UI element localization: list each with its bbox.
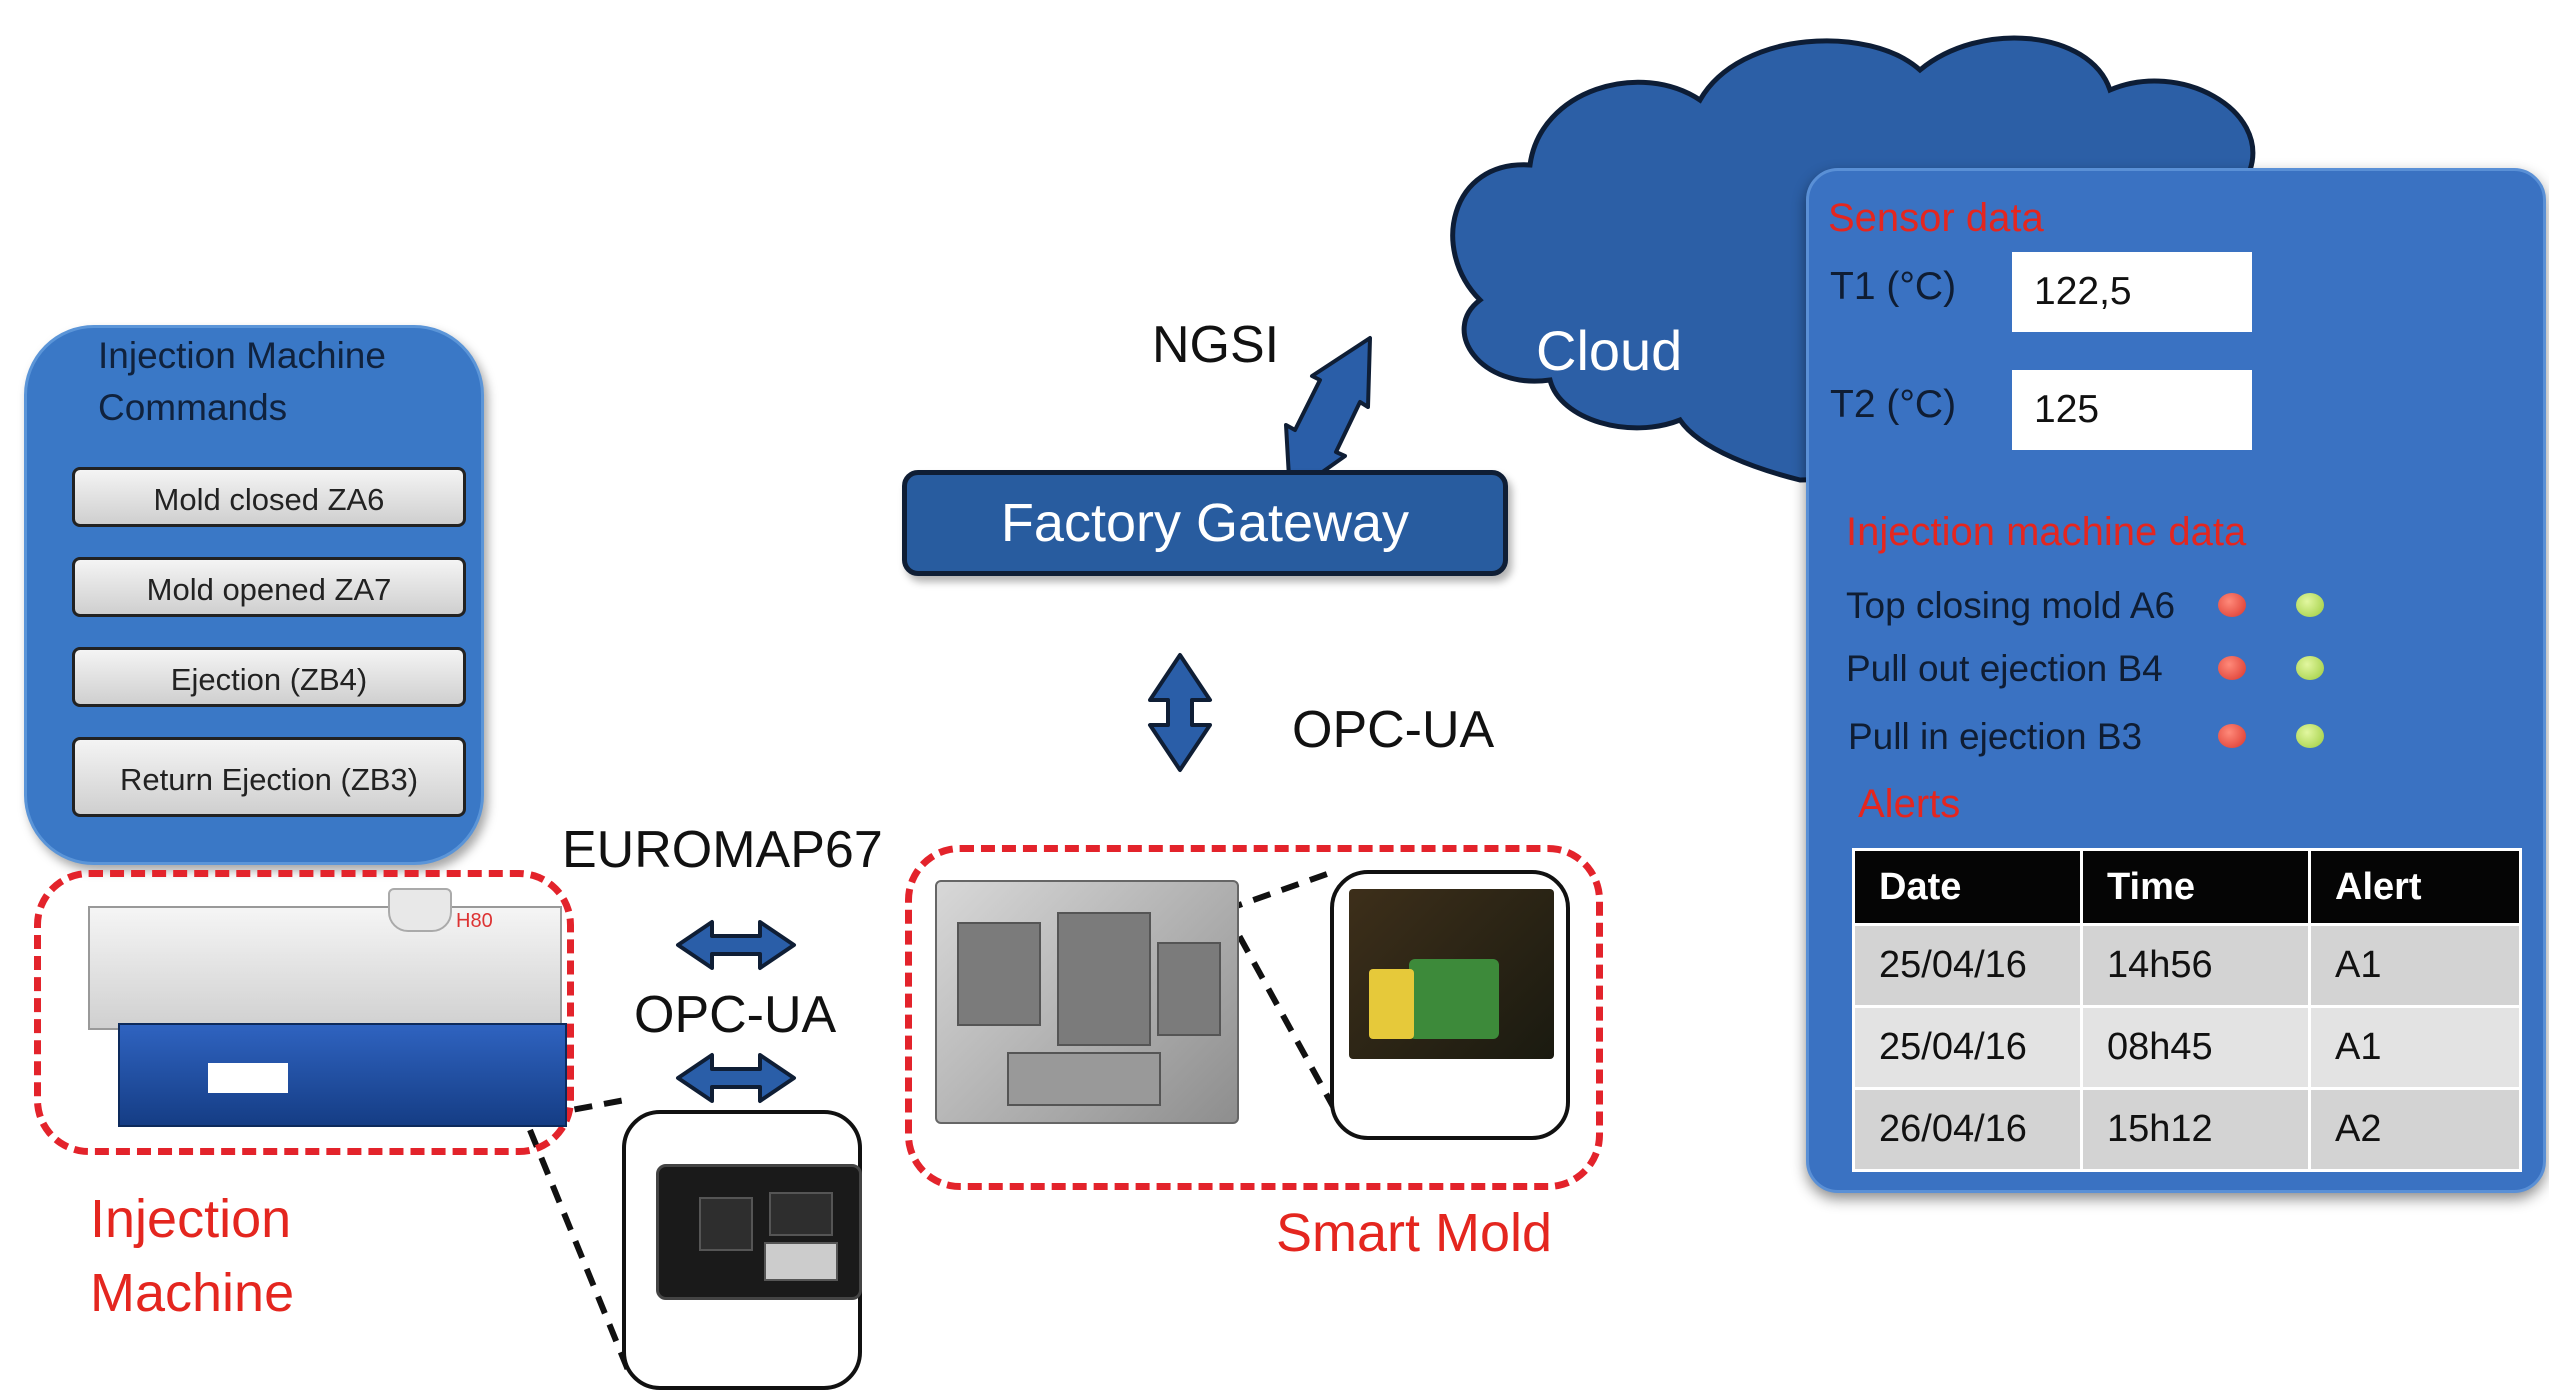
header-time: Time: [2080, 848, 2311, 926]
connector-line: [527, 1128, 631, 1372]
machine-model-label: H80: [456, 910, 493, 932]
injection-machine-label: Injection Machine: [90, 1182, 294, 1330]
cell-date: 25/04/16: [1852, 923, 2083, 1008]
injection-machine-label-line1: Injection: [90, 1189, 292, 1249]
controller-board-frame: [622, 1110, 862, 1390]
cell-time: 15h12: [2080, 1087, 2311, 1172]
euromap-label: EUROMAP67: [562, 821, 883, 879]
cell-alert: A1: [2308, 923, 2522, 1008]
opcua-horizontal-arrow: [676, 1053, 796, 1103]
smart-mold-region: [905, 845, 1603, 1190]
table-row: 26/04/16 15h12 A2: [1852, 1087, 2522, 1172]
header-alert: Alert: [2308, 848, 2522, 926]
opcua-center-label: OPC-UA: [1292, 701, 1495, 759]
ejection-button[interactable]: Ejection (ZB4): [72, 647, 466, 707]
euromap-arrow: [676, 920, 796, 970]
cell-alert: A1: [2308, 1005, 2522, 1090]
table-row: 25/04/16 08h45 A1: [1852, 1005, 2522, 1090]
status-red-indicator: [2218, 593, 2246, 617]
cell-date: 25/04/16: [1852, 1005, 2083, 1090]
alerts-header-row: Date Time Alert: [1852, 848, 2522, 926]
return-ejection-button[interactable]: Return Ejection (ZB3): [72, 737, 466, 817]
status-green-indicator: [2296, 724, 2324, 748]
t1-label: T1 (°C): [1830, 265, 1957, 308]
cell-date: 26/04/16: [1852, 1087, 2083, 1172]
cloud-label: Cloud: [1536, 319, 1683, 382]
sensor-electronics-image: [1349, 889, 1554, 1059]
mold-closed-button[interactable]: Mold closed ZA6: [72, 467, 466, 527]
smart-mold-label: Smart Mold: [1276, 1203, 1553, 1263]
opcua-left-label: OPC-UA: [634, 986, 837, 1044]
machine-data-title: Injection machine data: [1846, 510, 2247, 554]
cell-alert: A2: [2308, 1087, 2522, 1172]
sensor-electronics-frame: [1330, 870, 1570, 1140]
table-row: 25/04/16 14h56 A1: [1852, 923, 2522, 1008]
injection-machine-label-line2: Machine: [90, 1263, 295, 1323]
t2-label: T2 (°C): [1830, 383, 1957, 426]
injection-machine-image: H80: [88, 888, 567, 1128]
t2-value: 125: [2012, 370, 2252, 450]
opcua-vertical-arrow: [1148, 653, 1212, 772]
commands-title-line2: Commands: [98, 387, 288, 428]
commands-title: Injection Machine Commands: [98, 330, 386, 434]
sensor-data-title: Sensor data: [1828, 196, 2044, 240]
commands-title-line1: Injection Machine: [98, 335, 386, 376]
status-green-indicator: [2296, 593, 2324, 617]
status-green-indicator: [2296, 656, 2324, 680]
status-red-indicator: [2218, 724, 2246, 748]
injection-machine-region: [34, 870, 574, 1155]
t1-value: 122,5: [2012, 252, 2252, 332]
alerts-title: Alerts: [1858, 782, 1961, 826]
alerts-table: Date Time Alert 25/04/16 14h56 A1 25/04/…: [1852, 848, 2522, 1172]
machine-item-b3: Pull in ejection B3: [1848, 716, 2143, 757]
header-date: Date: [1852, 848, 2083, 926]
ngsi-label: NGSI: [1152, 316, 1280, 374]
cell-time: 14h56: [2080, 923, 2311, 1008]
status-red-indicator: [2218, 656, 2246, 680]
machine-item-a6: Top closing mold A6: [1846, 585, 2176, 626]
connector-line: [1224, 870, 1331, 913]
connector-line: [1222, 908, 1338, 1112]
cell-time: 08h45: [2080, 1005, 2311, 1090]
machine-item-b4: Pull out ejection B4: [1846, 648, 2163, 689]
controller-board-image: [656, 1164, 862, 1300]
smart-mold-image: [935, 880, 1239, 1124]
mold-opened-button[interactable]: Mold opened ZA7: [72, 557, 466, 617]
factory-gateway-box: Factory Gateway: [902, 470, 1508, 576]
